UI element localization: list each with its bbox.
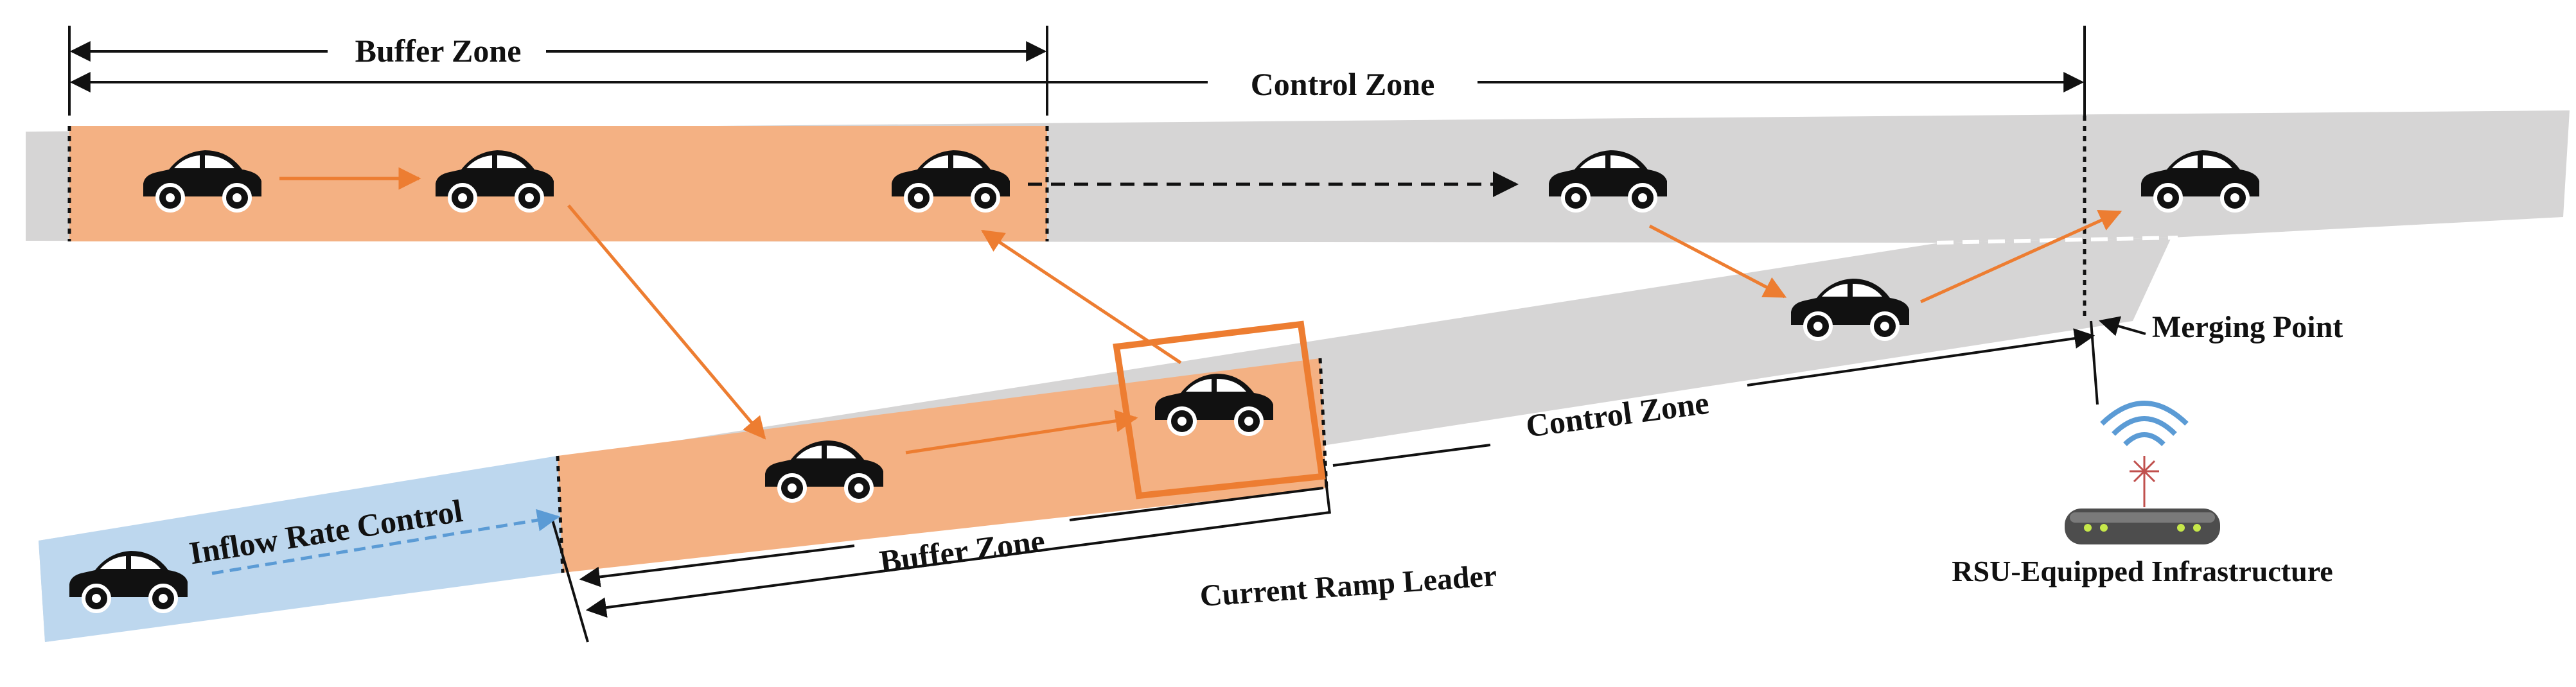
- current-ramp-leader-box: [1113, 320, 1326, 500]
- inflow-arrow: [211, 509, 560, 575]
- rsu-label: RSU-Equipped Infrastructure: [1952, 555, 2333, 587]
- control-zone-top-label: Control Zone: [1251, 66, 1435, 102]
- buffer-zone-top-label: Buffer Zone: [355, 33, 522, 69]
- merge-lane-divider: [1936, 236, 2178, 245]
- dimension-lines: [68, 26, 2146, 643]
- current-ramp-leader-label: Current Ramp Leader: [1199, 559, 1498, 613]
- wifi-signal-icon: [2100, 401, 2189, 446]
- merging-point-label: Merging Point: [2152, 310, 2343, 344]
- rsu-router-icon: [2065, 401, 2220, 544]
